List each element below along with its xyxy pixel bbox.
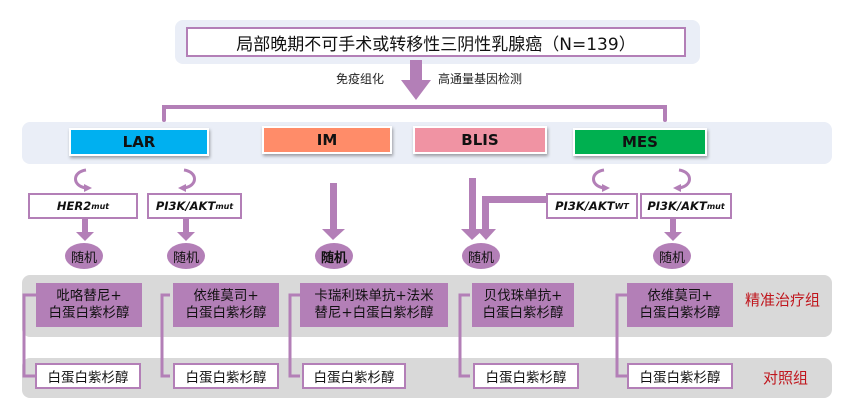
method-ihc-label: 免疫组化 — [336, 72, 385, 86]
control-arm-lar-pi3k: 白蛋白紫杉醇 — [173, 363, 279, 389]
arm-line-2: 白蛋白紫杉醇 — [185, 305, 267, 321]
experimental-arm-everolimus-lar: 依维莫司+ 白蛋白紫杉醇 — [173, 283, 279, 327]
arm-line-1: 卡瑞利珠单抗+法米 — [314, 288, 434, 304]
arm-line-1: 依维莫司+ — [193, 288, 259, 304]
arm-line-2: 替尼+白蛋白紫杉醇 — [314, 305, 434, 321]
experimental-arm-everolimus-mes: 依维莫司+ 白蛋白紫杉醇 — [627, 283, 733, 327]
control-arm-blis: 白蛋白紫杉醇 — [473, 363, 579, 389]
experimental-arm-bevacizumab: 贝伐珠单抗+ 白蛋白紫杉醇 — [472, 283, 574, 327]
experimental-arm-camrelizumab: 卡瑞利珠单抗+法米 替尼+白蛋白紫杉醇 — [300, 283, 448, 327]
curl-arrow-pi3k-wt — [592, 168, 605, 190]
arm-line-1: 依维莫司+ — [647, 288, 713, 304]
gene-status: mut — [91, 201, 110, 211]
main-arrow-head — [401, 80, 431, 100]
randomize-node-im: 随机 — [315, 243, 353, 269]
gene-status: WT — [614, 201, 629, 211]
subtype-blis: BLIS — [413, 126, 547, 154]
group-label-experimental: 精准治疗组 — [745, 291, 821, 309]
gene-status: mut — [215, 201, 234, 211]
curl-arrow-pi3k-mes — [678, 168, 691, 190]
randomize-node-blis: 随机 — [462, 243, 500, 269]
arm-line-2: 白蛋白紫杉醇 — [48, 305, 130, 321]
control-arm-mes: 白蛋白紫杉醇 — [627, 363, 733, 389]
subtype-mes: MES — [573, 128, 707, 156]
randomize-node-pi3k-lar: 随机 — [167, 243, 205, 269]
arm-line-1: 贝伐珠单抗+ — [483, 288, 563, 304]
subtype-im: IM — [262, 126, 392, 154]
control-arm-lar-her2: 白蛋白紫杉醇 — [35, 363, 141, 389]
randomize-node-her2: 随机 — [65, 243, 103, 269]
arm-line-1: 吡咯替尼+ — [56, 288, 122, 304]
arm-line-2: 白蛋白紫杉醇 — [482, 305, 564, 321]
arm-line-2: 白蛋白紫杉醇 — [639, 305, 721, 321]
curl-arrow-pi3k-lar — [183, 168, 196, 190]
gene-name: HER2 — [56, 199, 92, 213]
randomize-node-mes: 随机 — [653, 243, 691, 269]
subtype-lar: LAR — [69, 128, 209, 156]
population-title: 局部晚期不可手术或转移性三阴性乳腺癌（N=139） — [186, 27, 686, 57]
gene-name: PI3K/AKT — [555, 199, 615, 213]
gene-status: mut — [706, 201, 725, 211]
gene-name: PI3K/AKT — [155, 199, 216, 213]
control-arm-im: 白蛋白紫杉醇 — [302, 363, 406, 389]
gene-name: PI3K/AKT — [647, 199, 707, 213]
curl-arrow-her2 — [74, 168, 87, 190]
distribution-bracket — [162, 105, 667, 122]
main-arrow-shaft — [410, 60, 422, 80]
method-ngs-label: 高通量基因检测 — [438, 72, 523, 86]
group-label-control: 对照组 — [763, 369, 809, 387]
experimental-arm-pyrotinib: 吡咯替尼+ 白蛋白紫杉醇 — [36, 283, 142, 327]
